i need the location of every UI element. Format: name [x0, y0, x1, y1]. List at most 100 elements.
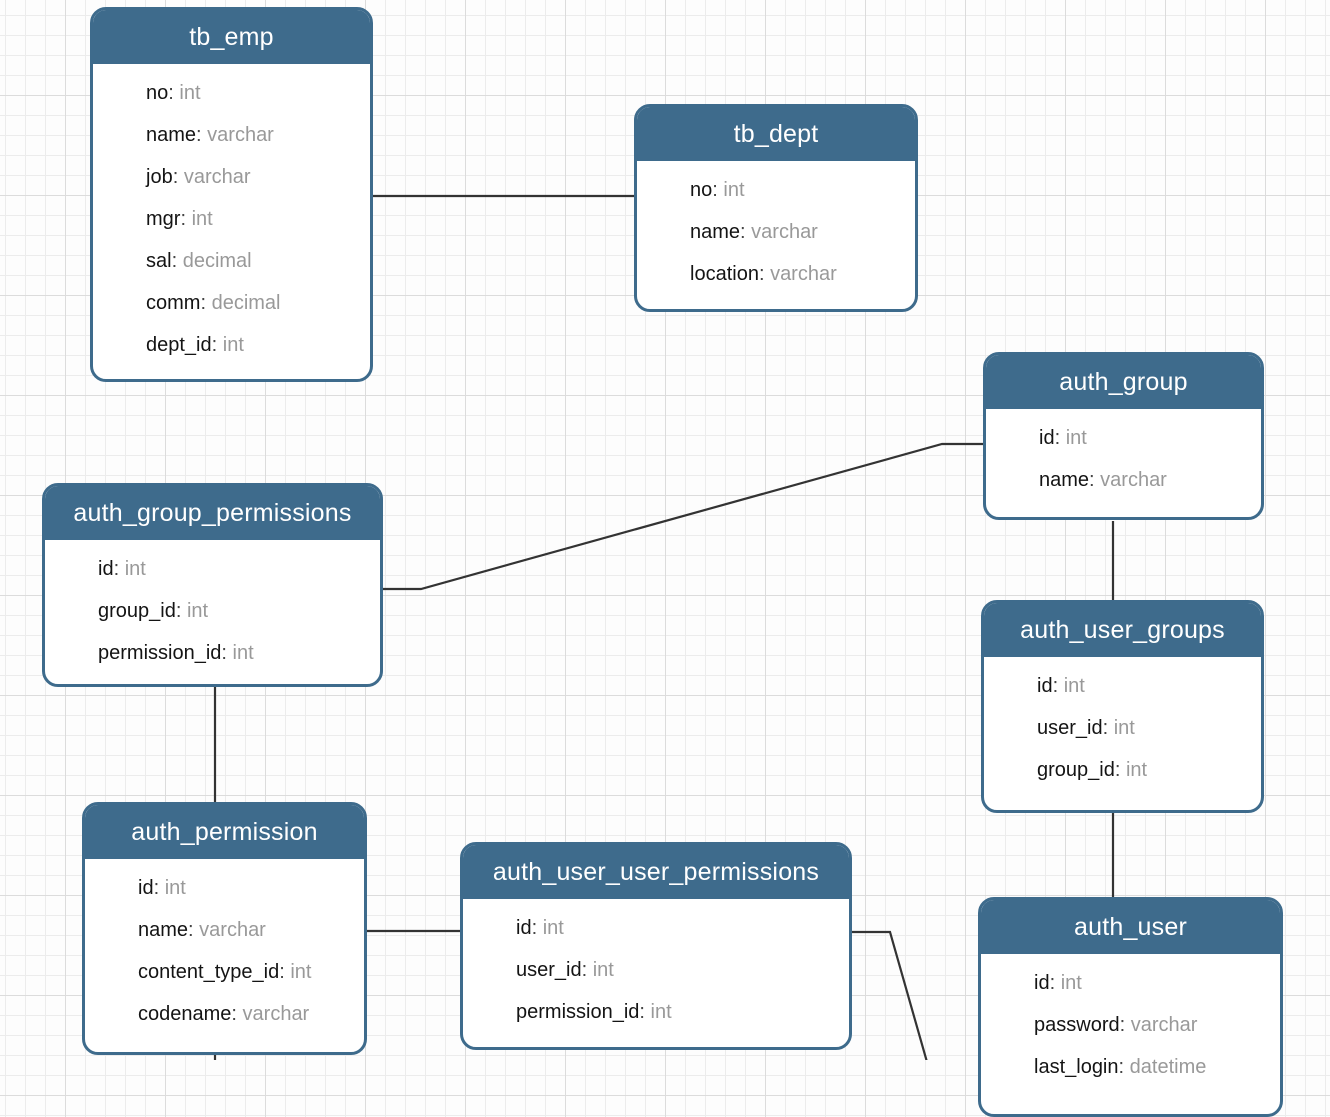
field-type: decimal — [182, 250, 252, 272]
field-type: int — [1125, 759, 1148, 781]
field-separator: : — [1102, 717, 1114, 739]
field-row-id: id: int — [1039, 417, 1255, 459]
field-name: permission_id — [516, 1001, 640, 1023]
field-name: name — [1039, 469, 1090, 491]
field-row-job: job: varchar — [146, 156, 364, 198]
field-separator: : — [172, 166, 184, 188]
field-separator: : — [1118, 1056, 1130, 1078]
field-type: int — [1063, 675, 1085, 697]
field-separator: : — [171, 250, 183, 272]
field-separator: : — [180, 208, 192, 230]
field-separator: : — [175, 600, 187, 622]
field-separator: : — [211, 334, 223, 356]
field-separator: : — [758, 263, 771, 285]
field-type: int — [1113, 717, 1135, 739]
table-title: tb_dept — [637, 107, 915, 161]
field-name: name — [690, 221, 741, 243]
field-row-name: name: varchar — [1039, 459, 1255, 501]
field-name: group_id — [1037, 759, 1115, 781]
field-name: job — [146, 166, 173, 188]
field-type: varchar — [770, 263, 837, 285]
field-name: group_id — [98, 600, 176, 622]
connector-auth_user_user_permissions-auth_user — [852, 930, 928, 1060]
table-auth_user_user_permissions[interactable]: auth_user_user_permissions id: int user_i… — [460, 842, 852, 1050]
field-separator: : — [1052, 675, 1064, 697]
field-type: int — [232, 642, 254, 664]
field-type: int — [542, 917, 564, 939]
field-type: int — [179, 82, 201, 104]
field-separator: : — [168, 82, 180, 104]
field-separator: : — [740, 221, 752, 243]
field-name: sal — [146, 250, 172, 272]
field-name: name — [138, 919, 189, 941]
field-row-id: id: int — [98, 548, 374, 590]
field-name: no — [146, 82, 169, 104]
field-name: id — [1034, 972, 1050, 994]
field-type: decimal — [211, 292, 281, 314]
field-row-codename: codename: varchar — [138, 993, 358, 1035]
field-row-permission_id: permission_id: int — [516, 991, 843, 1033]
table-title: auth_user — [981, 900, 1280, 954]
field-name: user_id — [516, 959, 582, 981]
field-row-group_id: group_id: int — [1037, 749, 1255, 791]
field-row-location: location: varchar — [690, 253, 909, 295]
field-row-permission_id: permission_id: int — [98, 632, 374, 674]
field-type: varchar — [751, 221, 818, 243]
field-name: last_login — [1034, 1056, 1119, 1078]
field-type: int — [592, 959, 614, 981]
table-title: auth_user_user_permissions — [463, 845, 849, 899]
field-type: int — [723, 179, 745, 201]
relationship-lines-layer — [213, 194, 1115, 1060]
field-row-mgr: mgr: int — [146, 198, 364, 240]
field-type: int — [1065, 427, 1087, 449]
field-row-id: id: int — [516, 907, 843, 949]
field-type: int — [1060, 972, 1082, 994]
field-separator: : — [221, 642, 233, 664]
field-row-id: id: int — [1034, 962, 1274, 1004]
table-title: auth_user_groups — [984, 603, 1261, 657]
field-name: id — [138, 877, 154, 899]
field-name: password — [1034, 1014, 1120, 1036]
field-row-id: id: int — [1037, 665, 1255, 707]
field-name: location — [690, 263, 759, 285]
field-name: no — [690, 179, 713, 201]
table-title: auth_group — [986, 355, 1261, 409]
field-type: int — [222, 334, 244, 356]
field-type: varchar — [1130, 1014, 1198, 1036]
field-row-user_id: user_id: int — [1037, 707, 1255, 749]
field-row-dept_id: dept_id: int — [146, 324, 364, 366]
field-name: comm — [146, 292, 201, 314]
field-separator: : — [1054, 427, 1066, 449]
field-type: int — [191, 208, 213, 230]
field-row-no: no: int — [146, 72, 364, 114]
field-type: int — [186, 600, 209, 622]
field-name: codename — [138, 1003, 232, 1025]
field-separator: : — [279, 961, 291, 983]
field-type: datetime — [1129, 1056, 1207, 1078]
field-row-id: id: int — [138, 867, 358, 909]
field-separator: : — [1049, 972, 1061, 994]
field-name: id — [1039, 427, 1055, 449]
field-separator: : — [196, 124, 208, 146]
field-separator: : — [712, 179, 724, 201]
field-row-name: name: varchar — [690, 211, 909, 253]
table-title: tb_emp — [93, 10, 370, 64]
field-name: mgr — [146, 208, 181, 230]
field-type: varchar — [242, 1003, 310, 1025]
table-auth_user[interactable]: auth_user id: int password: varchar last_l… — [978, 897, 1283, 1117]
field-separator: : — [188, 919, 200, 941]
